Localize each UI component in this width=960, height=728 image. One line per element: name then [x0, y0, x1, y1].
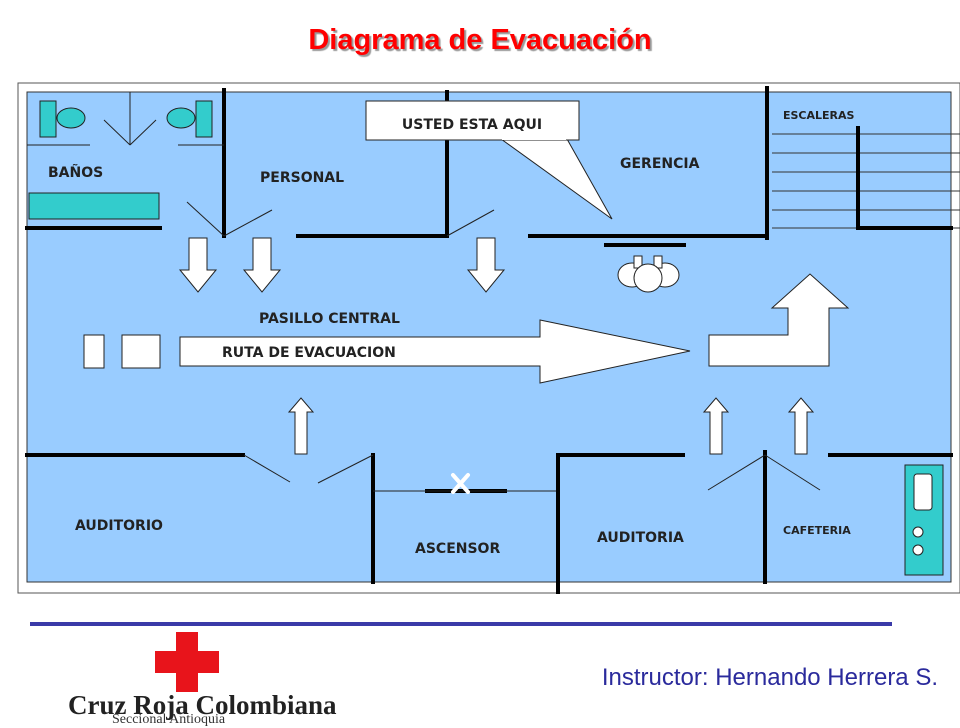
room-label-gerencia: GERENCIA [620, 156, 700, 172]
room-label-personal: PERSONAL [260, 170, 344, 186]
cafeteria-appliance-icon [904, 464, 944, 576]
room-label-escaleras: ESCALERAS [783, 109, 855, 122]
bathroom-fixtures [28, 100, 213, 220]
toilet-right-icon [195, 100, 213, 138]
area-label-pasillo: PASILLO CENTRAL [259, 311, 400, 327]
toilet-left-icon [39, 100, 57, 138]
arrow-down-icon [242, 237, 282, 293]
you-are-here-callout: USTED ESTA AQUI [365, 100, 613, 220]
red-cross-logo-icon [155, 651, 219, 673]
arrow-down-icon [178, 237, 218, 293]
you-are-here-icon [617, 255, 680, 293]
organization-name: Cruz Roja Colombiana [68, 690, 337, 720]
route-turn-up-arrow-icon [708, 273, 850, 367]
room-label-banos: BAÑOS [48, 164, 103, 181]
arrow-up-icon [702, 397, 730, 455]
arrow-up-icon [287, 397, 315, 455]
arrow-up-icon [787, 397, 815, 455]
furniture-block [83, 334, 105, 369]
arrow-down-icon [466, 237, 506, 293]
toilet-left-bowl-icon [56, 107, 86, 129]
evacuation-arrows [178, 237, 850, 455]
room-label-cafeteria: CAFETERIA [783, 524, 851, 537]
callout-label: USTED ESTA AQUI [402, 117, 542, 133]
walls [25, 86, 953, 594]
route-label: RUTA DE EVACUACION [222, 345, 396, 361]
room-label-auditorio: AUDITORIO [75, 518, 163, 534]
footer-divider [30, 622, 892, 626]
toilet-right-bowl-icon [166, 107, 196, 129]
elevator-blocked-icon [451, 473, 470, 494]
sink-counter-icon [28, 192, 160, 220]
organization-subtitle: Seccional Antioquia [112, 712, 226, 727]
room-label-auditoria: AUDITORIA [597, 530, 684, 546]
floor-plan: USTED ESTA AQUI BAÑOS PERSONAL GERENCIA … [17, 82, 960, 594]
stairs [772, 133, 960, 229]
main-route-arrow-icon [179, 319, 691, 384]
furniture-block [121, 334, 161, 369]
door-swings [27, 92, 821, 492]
room-label-ascensor: ASCENSOR [415, 541, 500, 557]
page-title: Diagrama de Evacuación [308, 24, 652, 56]
instructor-credit: Instructor: Hernando Herrera S. [601, 664, 938, 691]
